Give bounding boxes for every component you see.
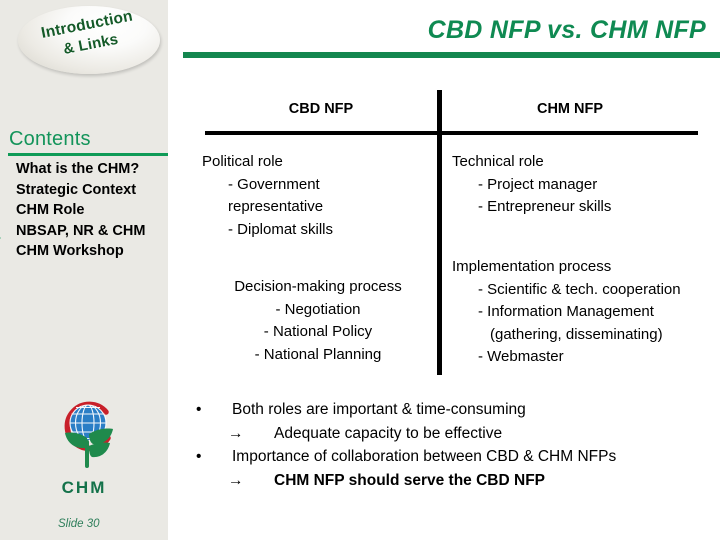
- sidebar: Introduction & Links Contents What is th…: [0, 0, 168, 540]
- column-header-chm-nfp: CHM NFP: [536, 101, 604, 117]
- cell-item: representative: [228, 198, 324, 215]
- cell-heading: Political role: [202, 153, 283, 170]
- cell-item: - Project manager: [478, 175, 598, 193]
- nav-badge-label: Introduction & Links: [18, 6, 160, 68]
- cell-cbd-process: Decision-making process - Negotiation - …: [202, 276, 434, 366]
- cell-item: - Webmaster: [478, 348, 564, 365]
- sidebar-item-what-is-the-chm[interactable]: What is the CHM?: [16, 161, 140, 177]
- cell-heading: Technical role: [452, 153, 544, 170]
- chm-logo-icon: [56, 398, 122, 472]
- sidebar-item-nbsap-nr-and-chm[interactable]: NBSAP, NR & CHM: [16, 222, 146, 239]
- chm-logo-caption: CHM: [61, 478, 107, 497]
- table-vertical-divider: [437, 90, 442, 375]
- conclusion-subpoint: → Adequate capacity to be effective: [196, 422, 716, 445]
- conclusion-bullet: • Both roles are important & time-consum…: [196, 398, 716, 421]
- cell-chm-process: Implementation process - Scientific & te…: [452, 256, 720, 369]
- sidebar-item-chm-workshop[interactable]: CHM Workshop: [16, 243, 124, 259]
- cell-item: - Diplomat skills: [228, 220, 334, 238]
- conclusion-subtext: Adequate capacity to be effective: [274, 425, 503, 442]
- active-item-arrow-icon: [0, 228, 1, 248]
- conclusion-text: Importance of collaboration between CBD …: [232, 448, 617, 465]
- contents-underline: [8, 153, 168, 156]
- nav-badge-introduction-and-links[interactable]: Introduction & Links: [18, 6, 160, 74]
- contents-heading: Contents: [9, 128, 91, 150]
- cell-item: - Entrepreneur skills: [478, 198, 612, 215]
- cell-item: - National Planning: [254, 345, 382, 363]
- page-title: CBD NFP vs. CHM NFP: [427, 16, 706, 44]
- cell-item: - Information Management: [478, 303, 654, 320]
- cell-chm-role: Technical role - Project manager - Entre…: [452, 151, 720, 219]
- sidebar-item-chm-role[interactable]: CHM Role: [16, 202, 85, 218]
- cell-item: (gathering, disseminating): [490, 325, 663, 343]
- slide-number: Slide 30: [58, 518, 100, 530]
- bullet-icon: •: [196, 401, 202, 418]
- arrow-right-icon: →: [228, 425, 244, 442]
- table-horizontal-divider: [205, 131, 698, 135]
- cell-cbd-role: Political role - Government representati…: [202, 151, 432, 241]
- cell-item: - Scientific & tech. cooperation: [478, 280, 681, 298]
- contents-nav-list: What is the CHM? Strategic Context CHM R…: [16, 159, 186, 262]
- arrow-right-icon: →: [228, 472, 244, 489]
- column-header-cbd-nfp: CBD NFP: [288, 101, 354, 117]
- cell-item: - Government: [228, 175, 320, 193]
- cell-heading: Implementation process: [452, 258, 612, 275]
- cell-heading: Decision-making process: [234, 278, 402, 295]
- cell-item: - Negotiation: [275, 300, 361, 318]
- conclusion-subtext: CHM NFP should serve the CBD NFP: [274, 472, 546, 489]
- sidebar-item-strategic-context[interactable]: Strategic Context: [16, 181, 137, 198]
- conclusions-list: • Both roles are important & time-consum…: [196, 398, 716, 492]
- bullet-icon: •: [196, 448, 202, 465]
- conclusion-text: Both roles are important & time-consumin…: [232, 401, 526, 418]
- title-underline: [183, 52, 720, 58]
- cell-item: - National Policy: [263, 323, 373, 340]
- conclusion-bullet: • Importance of collaboration between CB…: [196, 445, 716, 468]
- conclusion-subpoint: → CHM NFP should serve the CBD NFP: [196, 469, 716, 492]
